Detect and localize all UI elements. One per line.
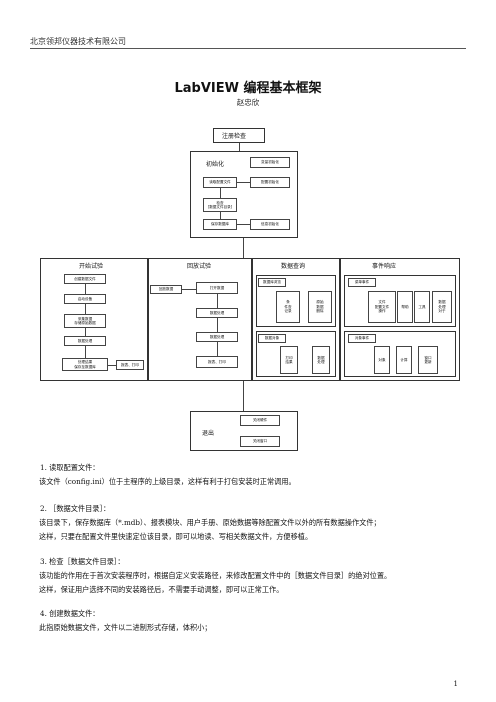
query-process: 数据 处理 [312, 346, 330, 374]
flow-diagram: 注册检查 初始化 变量初始化 读取配置文件 配置初始化 检查 [数据文件目录] … [40, 128, 460, 451]
events-calc: 计算 [396, 346, 412, 374]
connector [237, 182, 250, 183]
col-query-label: 数据查询 [281, 263, 306, 270]
page-number: 1 [453, 680, 458, 688]
connector [182, 289, 196, 290]
connector [85, 346, 86, 358]
connector [237, 224, 250, 225]
replay-open: 打开数据 [196, 282, 238, 294]
connector [217, 294, 218, 308]
events-object: 对象事件 [348, 334, 376, 343]
connector [217, 342, 218, 356]
replay-data: 回放数据 [150, 285, 182, 294]
document-title: LabVIEW 编程基本框架 [174, 81, 322, 96]
replay-process-2: 数据处理 [196, 332, 238, 342]
section-4-line-1: 此指原始数据文件，文件以二进制形式存储，体积小； [39, 623, 212, 632]
connector [239, 143, 240, 151]
register-check-box [213, 128, 265, 143]
init-check-dir: 检查 [数据文件目录] [203, 198, 237, 212]
query-object: 数据对象 [258, 334, 286, 343]
start-save-db: 处理结果 保存至数据库 [62, 358, 108, 371]
connector [243, 381, 244, 411]
init-read-config: 读取配置文件 [203, 177, 237, 188]
events-tools: 工具 [414, 291, 430, 323]
query-browse: 数据库浏览 [258, 278, 286, 287]
connector [220, 188, 221, 198]
connector [108, 365, 116, 366]
connector [217, 318, 218, 332]
col-events-label: 事件响应 [372, 263, 397, 270]
col-replay-label: 回放试验 [187, 263, 212, 270]
start-report: 报表、打印 [116, 360, 144, 370]
events-help: 帮助 [397, 291, 413, 323]
replay-process-1: 数据处理 [196, 308, 238, 318]
page-header-company: 北京领邦仪器技术有限公司 [30, 37, 126, 46]
exit-label: 退出 [202, 430, 215, 437]
section-3-line-1: 该功能的作用在于首次安装程序时，根据自定义安装路径，来修改配置文件中的［数据文件… [39, 571, 392, 580]
init-side-config: 配置初始化 [250, 177, 290, 188]
section-2-line-2: 这样，只要在配置文件里快速定位该目录，即可以地读、写相关数据文件，方便移植。 [39, 532, 313, 541]
start-create-file: 创建数据文件 [64, 274, 106, 284]
connector [220, 212, 221, 219]
events-window: 窗口 更新 [418, 346, 438, 374]
section-1-heading: 1. 读取配置文件： [40, 463, 100, 472]
init-label: 初始化 [206, 161, 225, 168]
col-start-label: 开始试验 [79, 263, 104, 270]
query-records: 条 件查 记录 [276, 291, 300, 323]
header-rule [30, 48, 466, 49]
exit-close-win: 关闭窗口 [240, 436, 280, 447]
section-4-heading: 4. 创建数据文件： [40, 609, 100, 618]
start-acquire: 采集数据 存储原始数据 [64, 314, 106, 328]
events-data: 数据 处理 对于 [432, 291, 452, 323]
exit-close-hw: 关闭硬件 [240, 415, 280, 426]
section-2-line-1: 该目录下，保存数据库（*.mdb）、报表模块、用户手册、原始数据等除配置文件以外… [39, 518, 381, 527]
start-device: 启动设备 [64, 294, 106, 304]
events-file: 文件 配置文件 操作 [368, 291, 396, 323]
init-side-info: 信息初始化 [250, 219, 290, 230]
connector [85, 304, 86, 314]
document-author: 赵忠欣 [236, 98, 260, 107]
section-3-line-2: 这样，保证用户选择不同的安装路径后，不需要手动调整，即可以正常工作。 [39, 585, 284, 594]
query-print: 打印 结果 [280, 346, 298, 374]
init-side-var: 变量初始化 [250, 157, 290, 168]
section-1-line-1: 该文件（config.ini）位于主程序的上级目录，这样有利于打包安装时正常调用… [39, 477, 296, 486]
connector [85, 328, 86, 336]
connector [243, 238, 244, 258]
register-check-label: 注册检查 [222, 133, 247, 140]
events-obj-item: 对象 [374, 346, 390, 374]
query-delete: 原始 数据 删除 [308, 291, 332, 323]
events-menu: 菜单事件 [348, 278, 376, 287]
section-3-heading: 3. 检查［数据文件目录］： [40, 557, 125, 566]
replay-report: 报表、打印 [196, 356, 238, 368]
section-2-heading: 2. ［数据文件目录］： [40, 504, 111, 513]
connector [85, 284, 86, 294]
init-save-db: 保存数据库 [203, 219, 237, 230]
start-process: 数据处理 [64, 336, 106, 346]
